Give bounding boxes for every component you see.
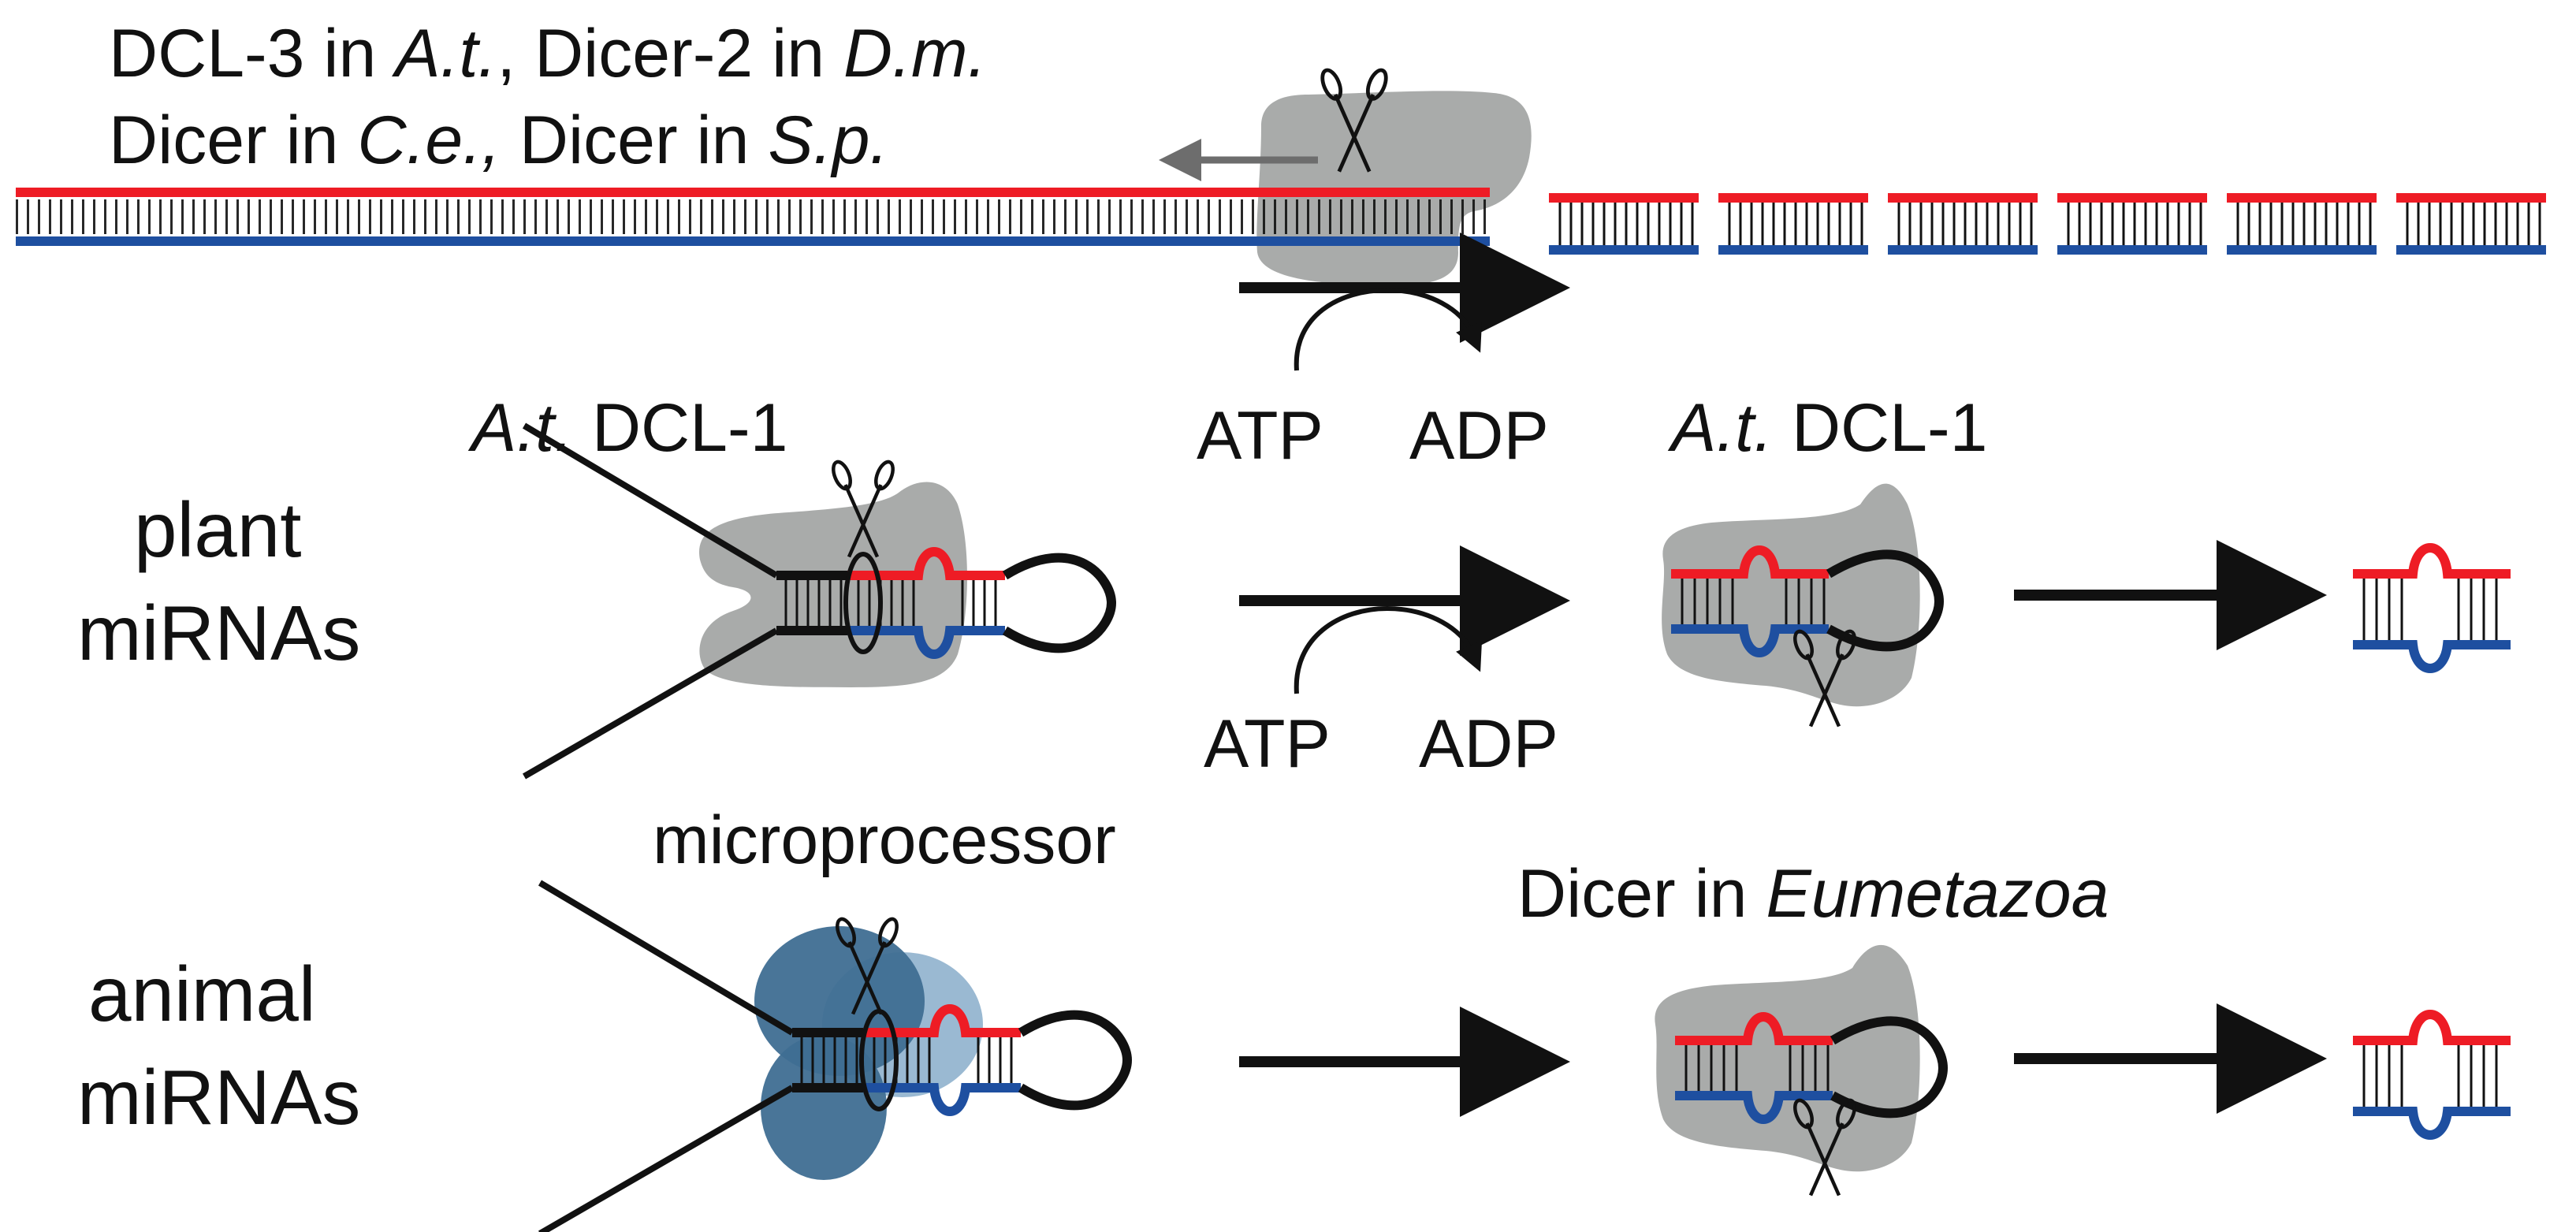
plant-pri-mirna: [524, 426, 1111, 776]
dicer-eumetazoa-label: Dicer in Eumetazoa: [1517, 856, 2109, 932]
adp-label-row1: ADP: [1409, 398, 1549, 474]
enzyme-right-species: A.t.: [1667, 390, 1773, 466]
enzyme-left-species: A.t.: [467, 390, 573, 466]
row1-header: DCL-3 in A.t., Dicer-2 in D.m. Dicer in …: [109, 16, 987, 178]
microprocessor-complex: [754, 926, 983, 1180]
dicer-label-clade: Eumetazoa: [1766, 856, 2109, 932]
dicer-label-name: Dicer in: [1517, 856, 1766, 932]
animal-mirna-product: [2353, 1014, 2511, 1135]
row1-header-line1: DCL-3 in A.t., Dicer-2 in D.m.: [109, 16, 987, 91]
plant-enzyme-right-label: A.t. DCL-1: [1667, 390, 1987, 466]
header2-text-a: Dicer in: [109, 102, 357, 178]
dicer-blob-animal: [1655, 944, 1920, 1172]
dcl1-blob-right: [1662, 483, 1920, 707]
header2-text-b: Dicer in: [501, 102, 768, 178]
long-dsrna: [16, 188, 1490, 246]
header1-species-b: D.m.: [843, 16, 987, 91]
atp-adp-curve-icon-row1: [1294, 287, 1483, 371]
header1-text-b: , Dicer-2 in: [497, 16, 843, 91]
enzyme-right-name: DCL-1: [1773, 390, 1987, 466]
header1-text-a: DCL-3 in: [109, 16, 395, 91]
short-duplex-1: [1549, 198, 1699, 250]
header2-species-b: S.p.: [768, 102, 888, 178]
atp-label-row1: ATP: [1197, 398, 1323, 474]
short-duplex-3: [1888, 198, 2038, 250]
plant-enzyme-left-label: A.t. DCL-1: [467, 390, 787, 466]
short-duplex-6: [2396, 198, 2546, 250]
short-duplex-4: [2057, 198, 2207, 250]
plant-label-line2: miRNAs: [77, 590, 360, 676]
atp-label-row2: ATP: [1204, 706, 1331, 782]
adp-label-row2: ADP: [1419, 706, 1558, 782]
animal-label-line2: miRNAs: [77, 1054, 360, 1141]
header1-species-a: A.t.: [391, 16, 497, 91]
short-duplex-5: [2227, 198, 2377, 250]
microprocessor-label: microprocessor: [653, 802, 1116, 878]
header2-species-a: C.e.,: [357, 102, 501, 178]
animal-label-line1: animal: [88, 951, 316, 1037]
row1-header-line2: Dicer in C.e., Dicer in S.p.: [109, 102, 888, 178]
plant-label-line1: plant: [134, 486, 302, 573]
short-duplex-2: [1718, 198, 1868, 250]
enzyme-left-name: DCL-1: [573, 390, 787, 466]
short-duplex-products: [1549, 198, 2546, 250]
atp-adp-curve-icon-row2: [1294, 605, 1483, 694]
plant-mirna-product: [2353, 548, 2511, 668]
